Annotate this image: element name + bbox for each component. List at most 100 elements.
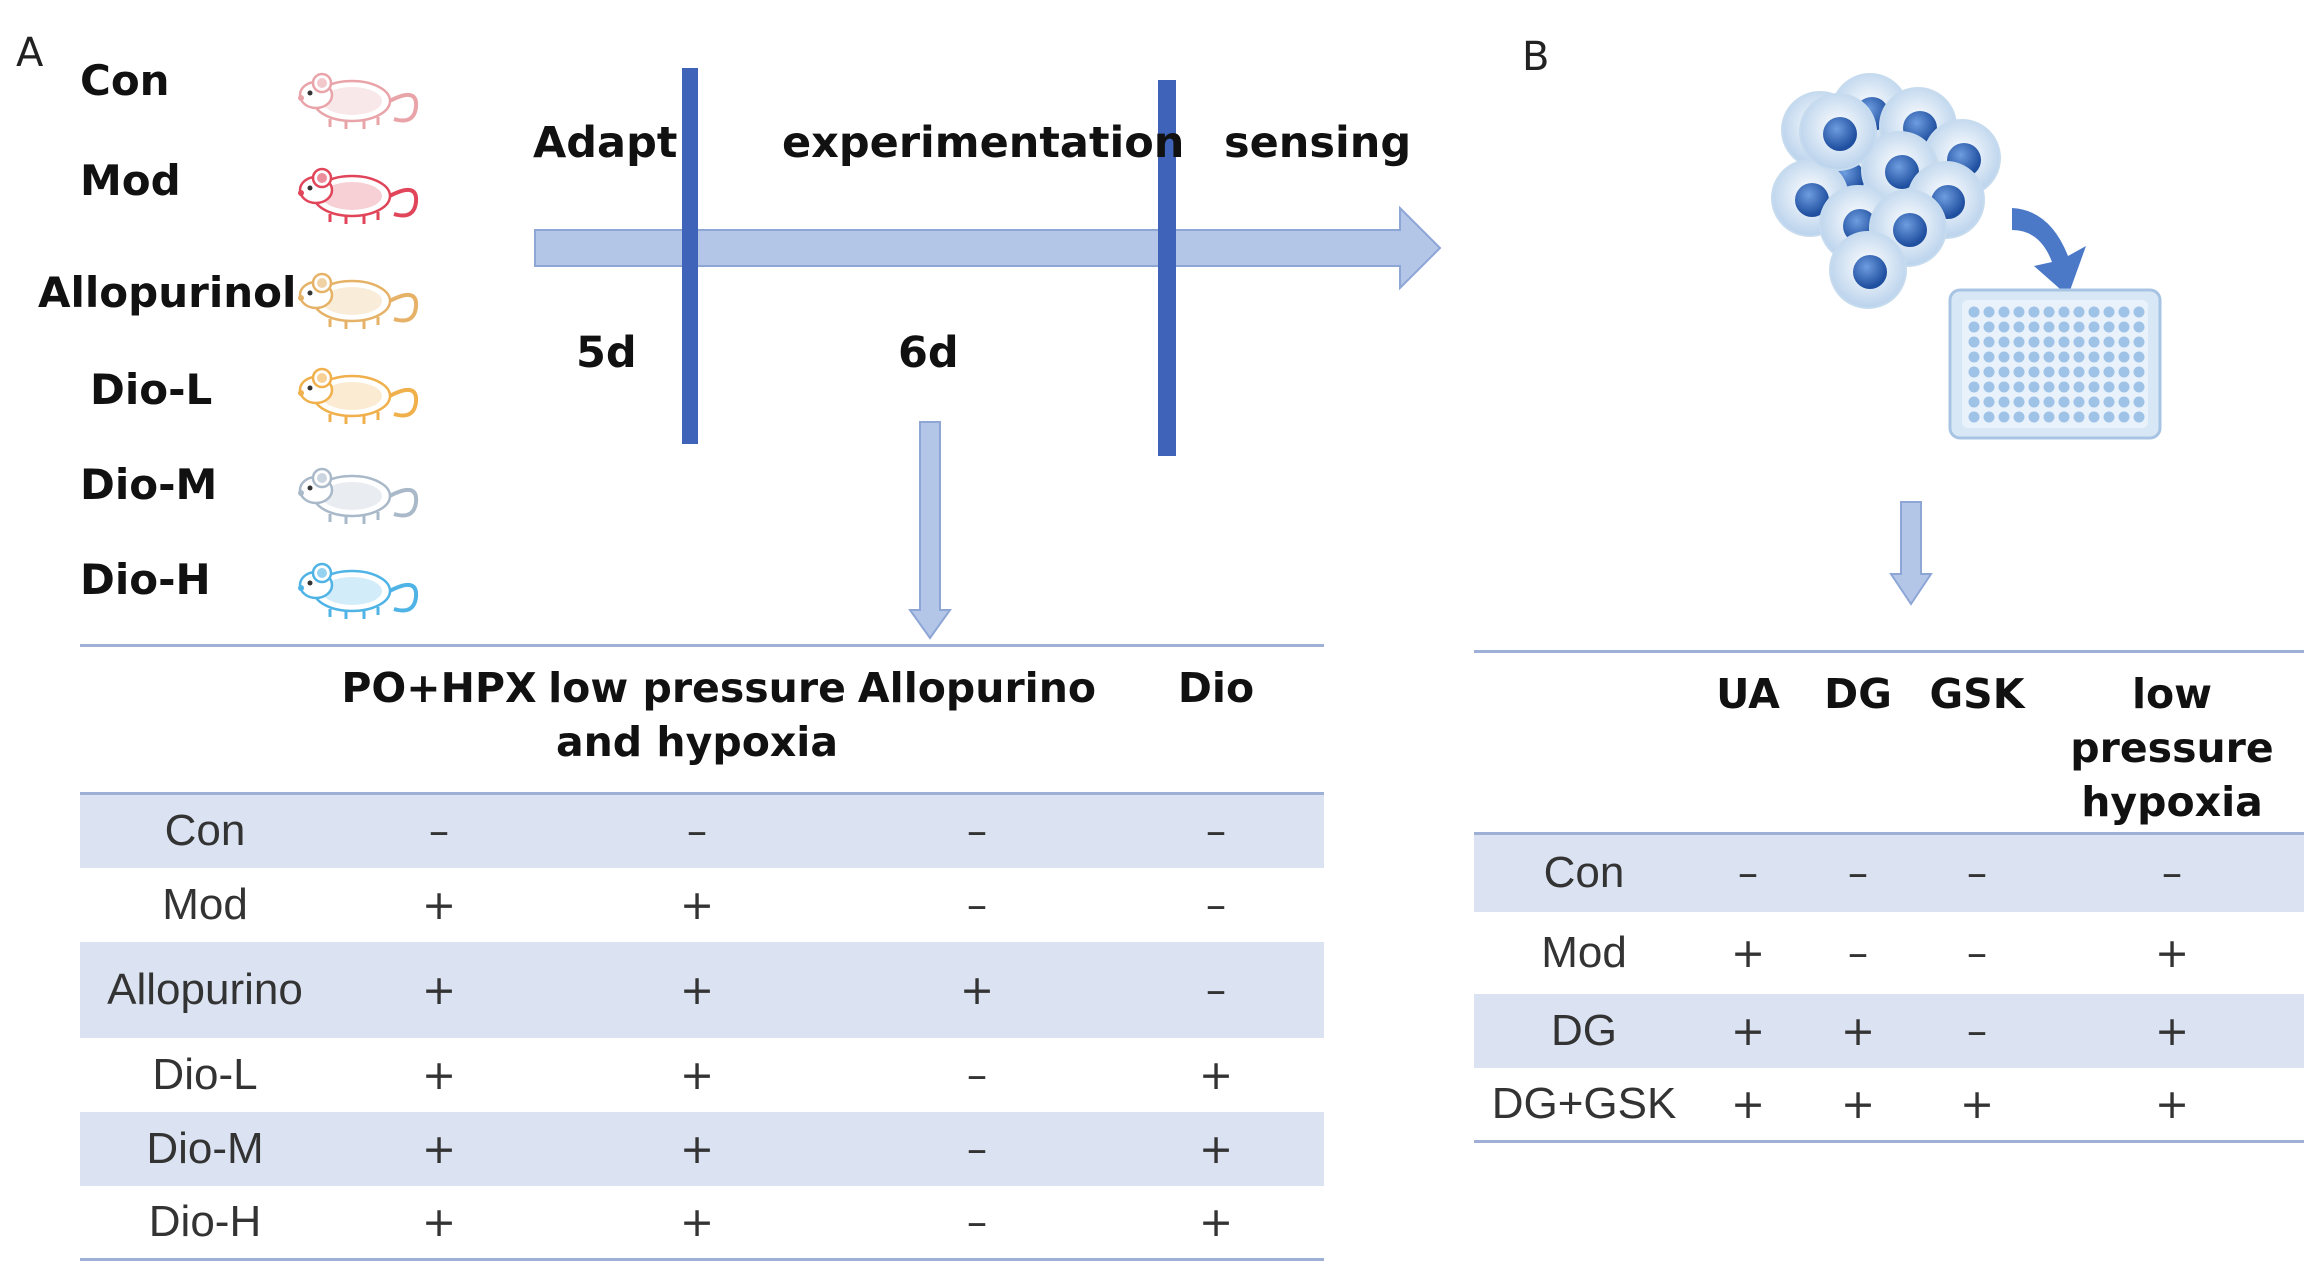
row-label: Con <box>1474 833 1694 912</box>
down-arrow-b <box>1889 501 1933 606</box>
row-label: DG+GSK <box>1474 1067 1694 1143</box>
table-cell: – <box>966 1050 988 1099</box>
table-cell: + <box>1694 993 1802 1068</box>
row-label: Mod <box>1541 927 1627 977</box>
table-cell: + <box>1694 1067 1802 1143</box>
table-cell: – <box>1694 833 1802 912</box>
timeline-divider-1 <box>682 68 698 444</box>
table-cell: + <box>548 1111 846 1186</box>
group-label-dio-h: Dio-H <box>80 555 211 604</box>
group-label-con: Con <box>80 56 170 105</box>
row-label: Dio-M <box>80 1111 330 1186</box>
table-cell: + <box>2040 993 2304 1068</box>
column-header: UA <box>1694 650 1802 835</box>
table-cell: – <box>548 793 846 868</box>
table-cell: + <box>421 1050 457 1099</box>
column-header: GSK <box>1914 650 2040 835</box>
duration-experimentation: 6d <box>898 328 959 378</box>
timeline-divider-2 <box>1158 80 1176 456</box>
phase-sensing: sensing <box>1224 118 1412 168</box>
table-cell: – <box>966 880 988 929</box>
group-label-mod: Mod <box>80 156 181 205</box>
column-header: PO+HPX <box>330 644 548 795</box>
table-cell: + <box>1802 993 1914 1068</box>
table-row: Mod+––+ <box>1474 912 2304 994</box>
table-row: Con–––– <box>1474 833 2304 912</box>
table-cell: – <box>1108 793 1324 868</box>
table-cell: + <box>2040 1067 2304 1143</box>
group-label-dio-l: Dio-L <box>90 365 213 414</box>
row-label: Dio-L <box>152 1049 258 1099</box>
table-cell: + <box>1914 1067 2040 1143</box>
table-row: Allopurino+++– <box>80 941 1324 1038</box>
curved-arrow-icon <box>2012 208 2086 296</box>
well-plate-icon <box>1948 288 2162 440</box>
table-cell: + <box>1108 1111 1324 1186</box>
table-row: Dio-L + + – + <box>80 1038 1324 1112</box>
down-arrow-a <box>908 421 952 640</box>
table-cell: – <box>330 793 548 868</box>
table-cell: + <box>1198 1050 1234 1099</box>
table-row: Dio-H++–+ <box>80 1185 1324 1261</box>
table-cell: – <box>1108 941 1324 1038</box>
mouse-icon <box>298 562 419 619</box>
cell-cluster <box>1771 73 2001 309</box>
table-cell: + <box>679 880 715 929</box>
table-cell: + <box>330 1111 548 1186</box>
table-cell: – <box>1914 833 2040 912</box>
row-label: Allopurino <box>80 941 330 1038</box>
mouse-icon <box>298 167 419 224</box>
table-cell: + <box>421 880 457 929</box>
panel-label-b: B <box>1522 34 1550 80</box>
table-cell: + <box>679 1050 715 1099</box>
phase-adapt: Adapt <box>533 118 678 168</box>
table-cell: + <box>1108 1185 1324 1261</box>
column-header: Dio <box>1108 644 1324 795</box>
column-header: Allopurino <box>846 644 1108 795</box>
duration-adapt: 5d <box>576 328 637 378</box>
table-row: Dio-M++–+ <box>80 1111 1324 1186</box>
table-row: DG++–+ <box>1474 993 2304 1068</box>
table-cell: – <box>1205 880 1227 929</box>
row-label: Dio-H <box>80 1185 330 1261</box>
table-cell: + <box>330 1185 548 1261</box>
table-cell: – <box>846 1111 1108 1186</box>
table-cell: + <box>2154 928 2190 977</box>
table-cell: – <box>846 1185 1108 1261</box>
mouse-icon <box>298 467 419 524</box>
table-cell: – <box>1914 993 2040 1068</box>
column-header <box>1474 650 1694 835</box>
timeline-arrow <box>534 205 1442 291</box>
group-label-dio-m: Dio-M <box>80 460 218 509</box>
mouse-icon <box>298 367 419 424</box>
row-label: DG <box>1474 993 1694 1068</box>
table-cell: + <box>330 941 548 1038</box>
panel-label-a: A <box>16 30 44 76</box>
table-cell: – <box>1966 928 1988 977</box>
column-header <box>80 644 330 795</box>
column-header: DG <box>1802 650 1914 835</box>
table-cell: – <box>2040 833 2304 912</box>
phase-experimentation: experimentation <box>782 118 1185 168</box>
table-cell: + <box>548 1185 846 1261</box>
cell-plating-illustration <box>1771 73 2162 440</box>
table-cell: – <box>846 793 1108 868</box>
table-cell: – <box>1847 928 1869 977</box>
row-label: Con <box>80 793 330 868</box>
table-cell: + <box>846 941 1108 1038</box>
table-cell: – <box>1802 833 1914 912</box>
mouse-icon <box>298 72 419 129</box>
table-row: DG+GSK++++ <box>1474 1067 2304 1143</box>
group-label-allopurinol: Allopurinol <box>38 268 297 317</box>
table-cell: + <box>1802 1067 1914 1143</box>
row-label: Mod <box>162 879 248 929</box>
table-row: Con–––– <box>80 793 1324 868</box>
mouse-icon <box>298 272 419 329</box>
timeline-diagram <box>534 68 1442 640</box>
